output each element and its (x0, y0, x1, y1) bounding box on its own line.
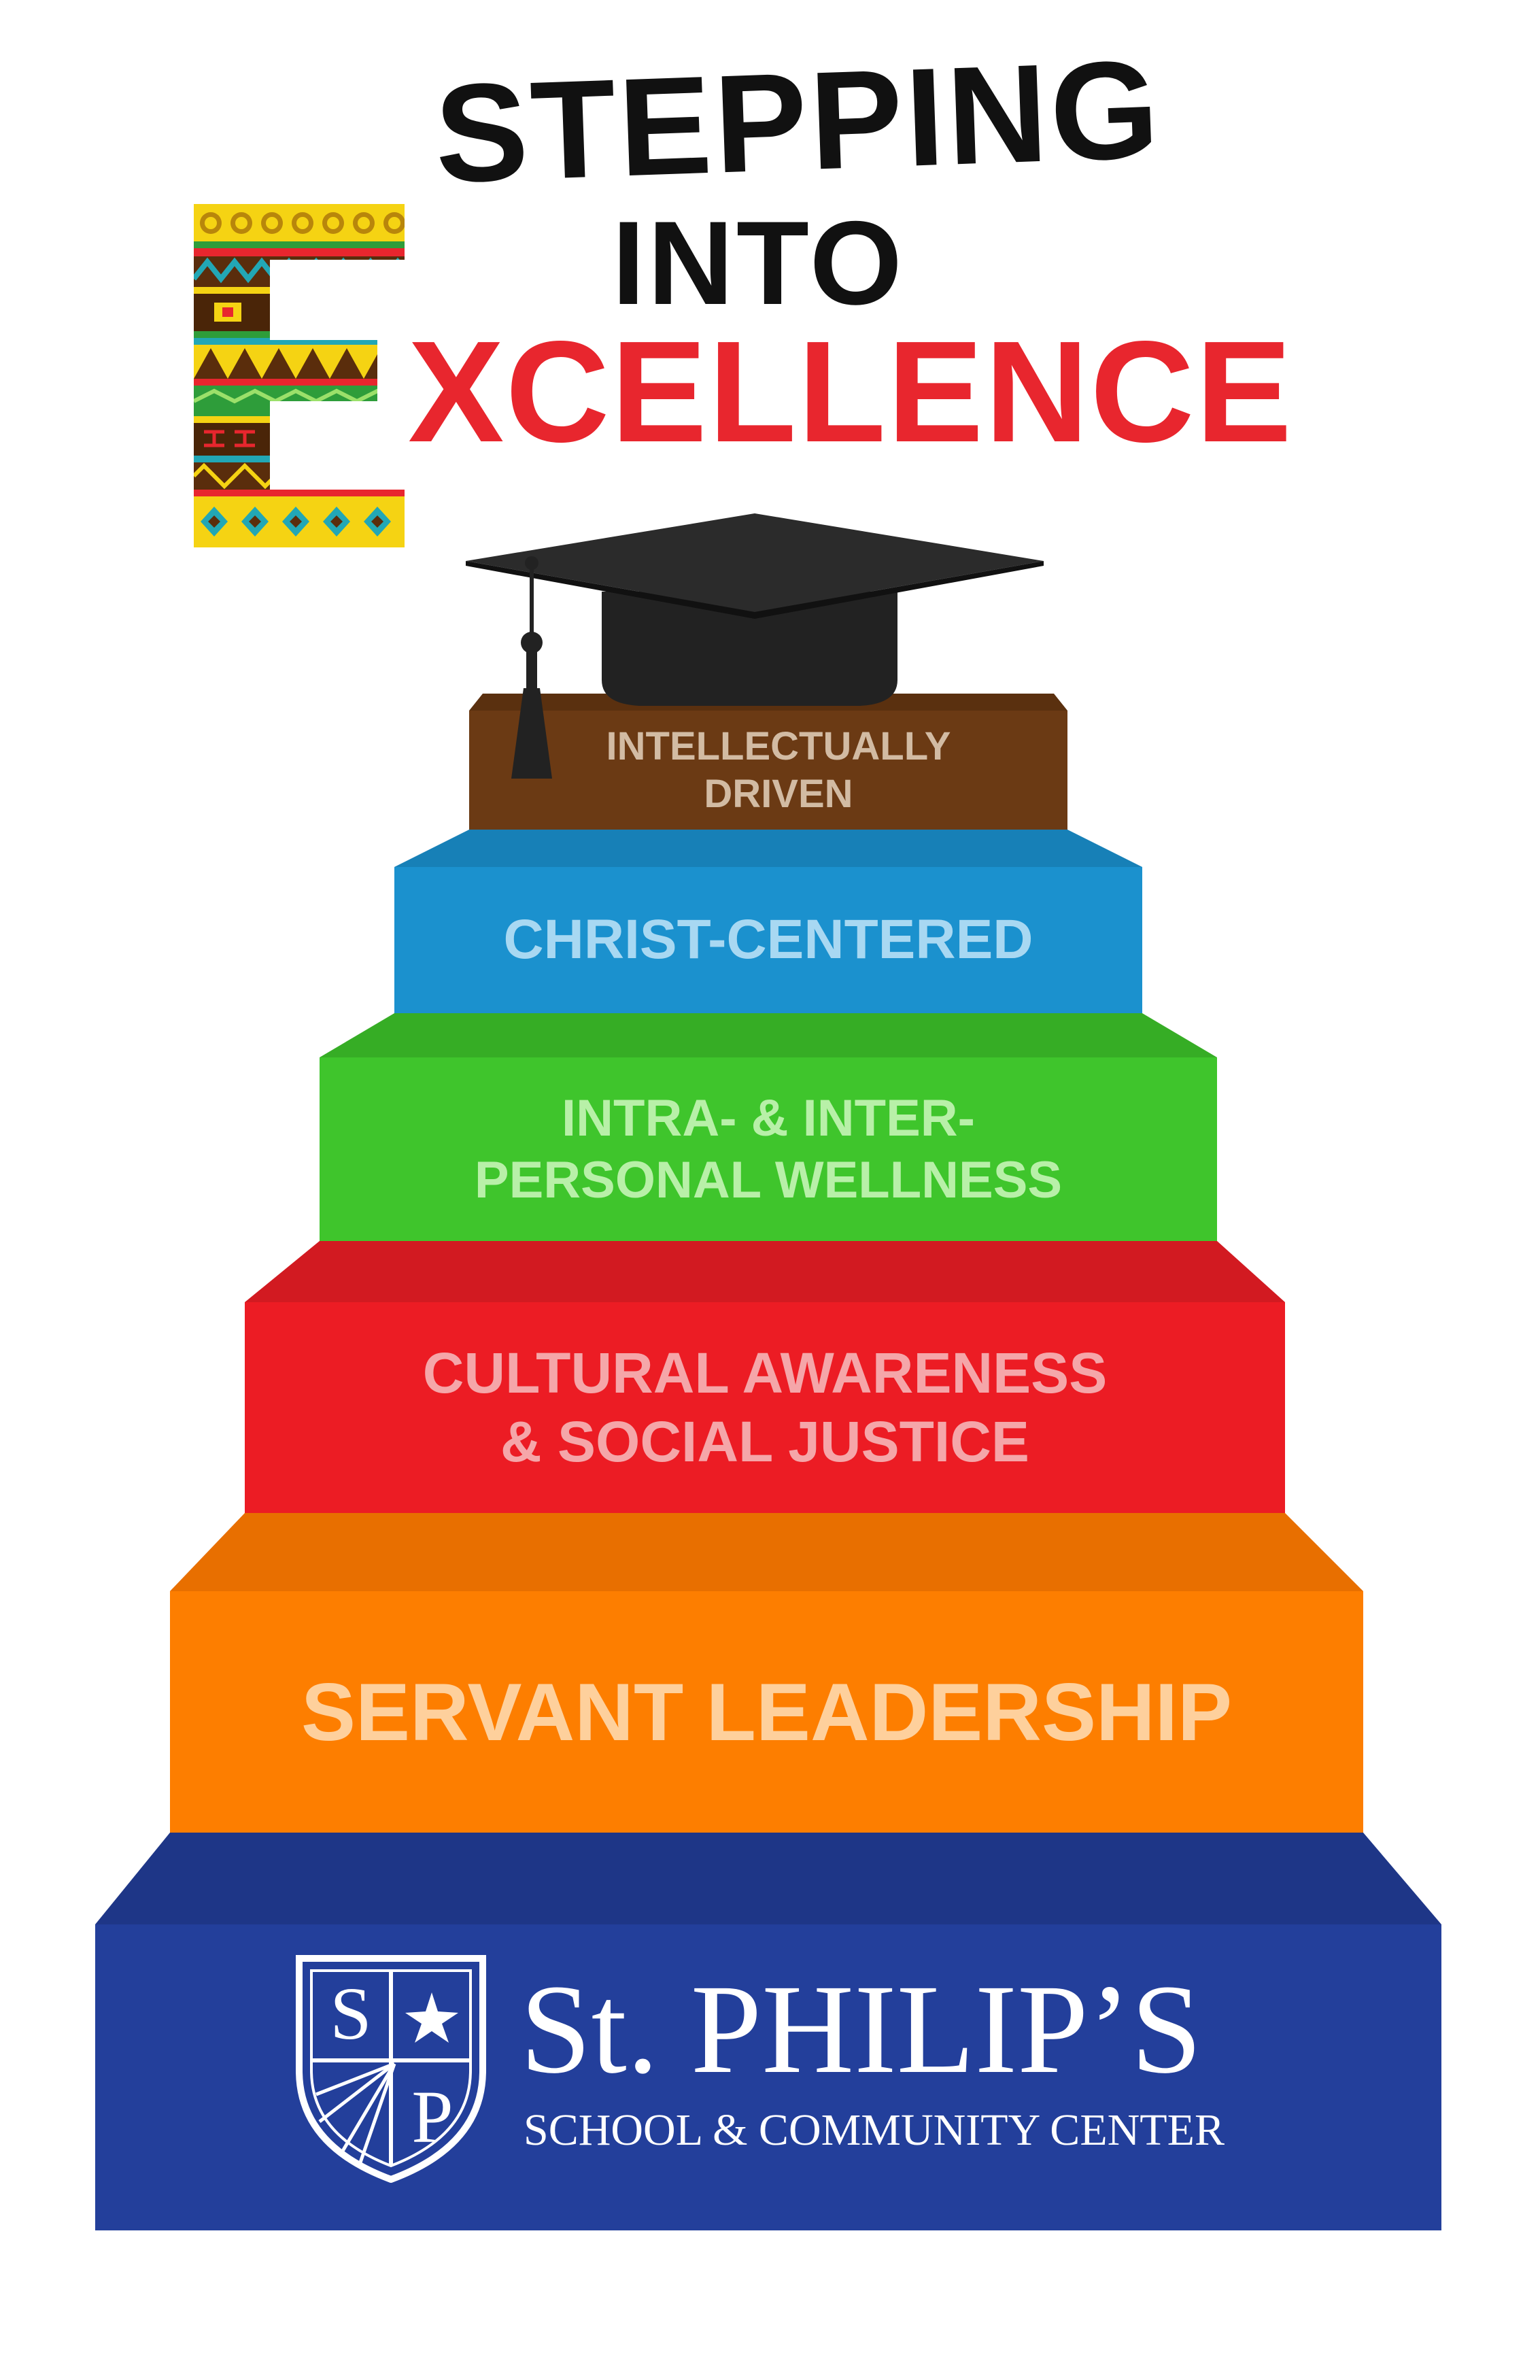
title-excellence: XCELLENCE (408, 320, 1293, 464)
step-tread-2 (394, 830, 1142, 867)
step-tread-5 (170, 1513, 1363, 1591)
step-label-text-2: CHRIST-CENTERED (503, 908, 1033, 971)
shield-logo-icon: S P (296, 1955, 486, 2183)
title-excellence-rest: XCELLENCE (408, 311, 1293, 472)
step-face-2 (394, 867, 1142, 1013)
step-label-text-4: CULTURAL AWARENESS & SOCIAL JUSTICE (422, 1341, 1108, 1474)
step-label-1: INTELLECTUALLY DRIVEN (469, 711, 1067, 830)
patterned-e-letter (194, 204, 405, 547)
step-face-6 (95, 1924, 1441, 2230)
shield-letter-p: P (411, 2075, 453, 2158)
step-label-text-5: SERVANT LEADERSHIP (301, 1666, 1233, 1758)
step-tread-3 (320, 1013, 1217, 1057)
school-logo: S P St. PHILIP’S SCHOOL & COMMUNITY CENT… (292, 1952, 1312, 2183)
shield-letter-s: S (330, 1972, 371, 2055)
school-subtitle: SCHOOL & COMMUNITY CENTER (524, 2105, 1225, 2155)
step-face-5 (170, 1591, 1363, 1833)
step-face-1 (469, 711, 1067, 830)
step-label-3: INTRA- & INTER- PERSONAL WELLNESS (320, 1057, 1217, 1241)
step-face-4 (245, 1302, 1285, 1513)
title-into: INTO (612, 197, 905, 330)
step-label-text-1: INTELLECTUALLY DRIVEN (606, 724, 951, 816)
step-face-3 (320, 1057, 1217, 1241)
step-label-text-3: INTRA- & INTER- PERSONAL WELLNESS (474, 1089, 1063, 1209)
school-name: St. PHILIP’S (520, 1958, 1202, 2100)
step-label-5: SERVANT LEADERSHIP (170, 1591, 1363, 1833)
step-tread-6 (95, 1833, 1441, 1924)
step-label-4: CULTURAL AWARENESS & SOCIAL JUSTICE (245, 1302, 1285, 1513)
step-label-2: CHRIST-CENTERED (394, 867, 1142, 1013)
graduation-cap-icon (466, 513, 1044, 779)
step-tread-4 (245, 1241, 1285, 1302)
